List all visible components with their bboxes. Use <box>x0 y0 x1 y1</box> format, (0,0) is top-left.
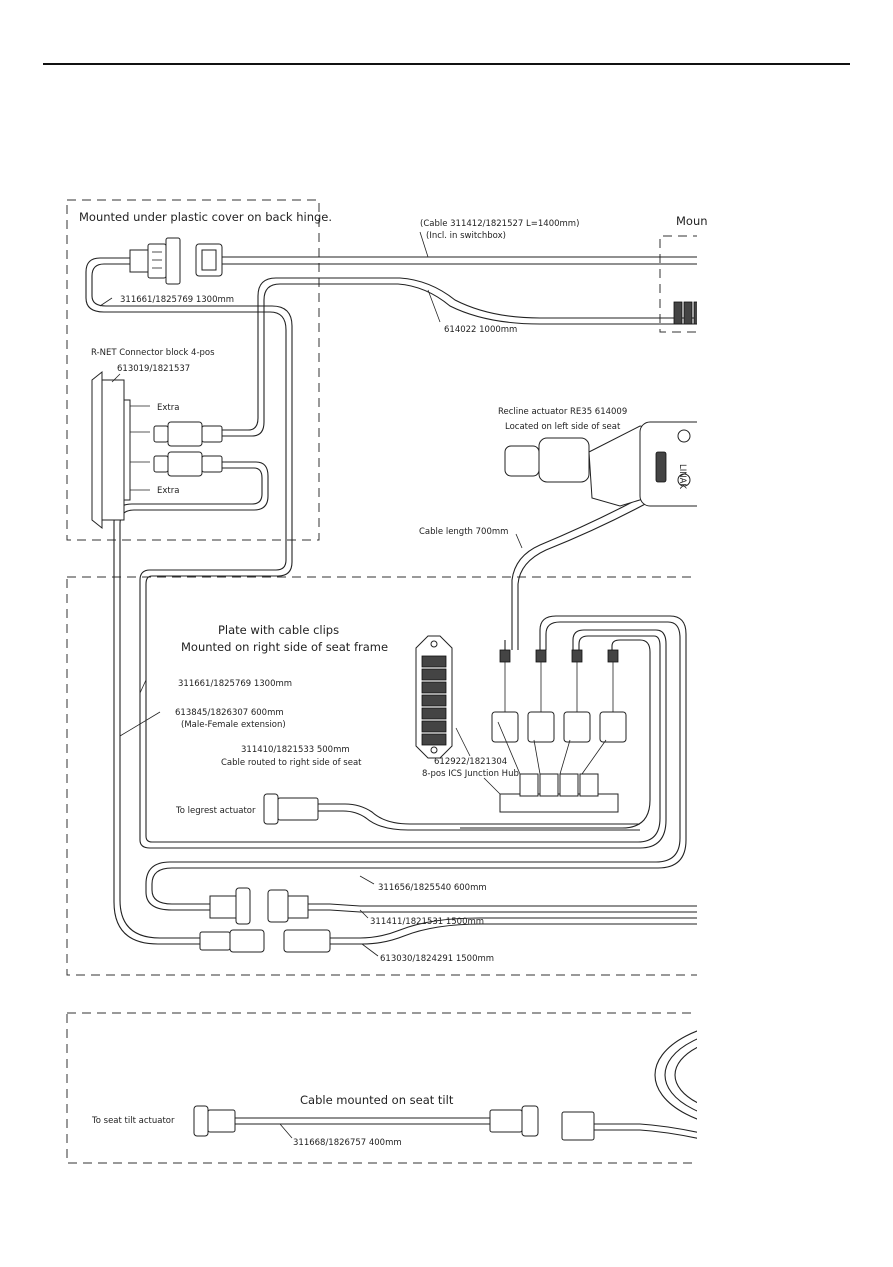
connector-311411 <box>267 889 309 923</box>
cable-613030-label: 613030/1824291 1500mm <box>380 954 494 964</box>
rnet-plug-lower <box>153 451 223 477</box>
hub-part-label: 612922/1821304 <box>434 757 507 767</box>
connector-613030-left <box>199 929 265 953</box>
cable-311668-label: 311668/1826757 400mm <box>293 1138 402 1148</box>
seat-tilt-title: Cable mounted on seat tilt <box>300 1093 454 1107</box>
seat-tilt-connector-far <box>561 1111 595 1141</box>
cable-extension-loop <box>113 461 269 945</box>
actuator-title: Recline actuator RE35 614009 <box>498 407 627 417</box>
connector-top-male <box>195 243 223 277</box>
connector-right-top-stack <box>673 301 697 325</box>
extension-part-label: 613845/1826307 600mm <box>175 708 284 718</box>
legrest-label: To legrest actuator <box>175 806 256 816</box>
connector-block-title: R-NET Connector block 4-pos <box>91 348 215 358</box>
plate-title-1: Plate with cable clips <box>218 623 339 637</box>
rnet-connector-block <box>91 370 150 530</box>
cable-311410-part-label: 311410/1821533 500mm <box>241 745 350 755</box>
cable-seat-tilt <box>235 1117 697 1139</box>
cable-311656-label: 311656/1825540 600mm <box>378 883 487 893</box>
connector-311656 <box>209 887 251 925</box>
cable-311410-desc-label: Cable routed to right side of seat <box>221 758 362 768</box>
hub-plugs <box>491 649 627 743</box>
cable-hub-loops <box>139 615 687 911</box>
actuator-location: Located on left side of seat <box>505 422 621 432</box>
ics-junction-hub <box>415 635 453 759</box>
cable-311410 <box>318 803 640 831</box>
cable-311411-label: 311411/1821531 1500mm <box>370 917 484 927</box>
connector-613030-right <box>283 929 331 953</box>
extra-top-label: Extra <box>157 403 179 413</box>
frame-back-hinge <box>66 199 320 541</box>
cable-actuator <box>511 489 661 650</box>
frame-seat-tilt <box>66 1012 697 1164</box>
cable-614022-label: 614022 1000mm <box>444 325 517 335</box>
seat-tilt-connector-right <box>489 1105 539 1137</box>
cable-switchbox <box>222 256 697 265</box>
leader-lines <box>99 231 607 1139</box>
actuator-brand: LINAK <box>677 464 687 489</box>
switchbox-note-label: (Incl. in switchbox) <box>426 231 506 241</box>
rnet-plug-upper <box>153 421 223 447</box>
seat-tilt-connector-left <box>193 1105 236 1137</box>
back-hinge-title: Mounted under plastic cover on back hing… <box>79 210 332 224</box>
actuator-cable-length: Cable length 700mm <box>419 527 508 537</box>
cable-614022 <box>257 277 697 408</box>
cable-311661-top-label: 311661/1825769 1300mm <box>120 295 234 305</box>
cable-311661-mid-label: 311661/1825769 1300mm <box>178 679 292 689</box>
cable-311661-top <box>85 257 293 830</box>
frame-right-top <box>659 235 697 333</box>
legrest-connector <box>263 793 319 825</box>
switchbox-cable-label: (Cable 311412/1821527 L=1400mm) <box>420 219 579 229</box>
cable-311656-311411 <box>300 903 697 913</box>
cable-613030 <box>330 917 697 945</box>
cable-coil <box>654 1030 697 1120</box>
seat-tilt-actuator-label: To seat tilt actuator <box>91 1116 175 1126</box>
connector-top-female <box>129 237 181 285</box>
hub-base-block <box>499 773 619 813</box>
frame-seat-frame <box>66 576 697 976</box>
recline-actuator <box>504 421 697 507</box>
hub-desc-label: 8-pos ICS Junction Hub <box>422 769 519 779</box>
plate-title-2: Mounted on right side of seat frame <box>181 640 388 654</box>
right-frame-title: Moun <box>676 214 708 228</box>
extra-bottom-label: Extra <box>157 486 179 496</box>
connector-block-part: 613019/1821537 <box>117 364 190 374</box>
cable-extra-top-loop <box>222 408 265 437</box>
extension-desc-label: (Male-Female extension) <box>181 720 286 730</box>
